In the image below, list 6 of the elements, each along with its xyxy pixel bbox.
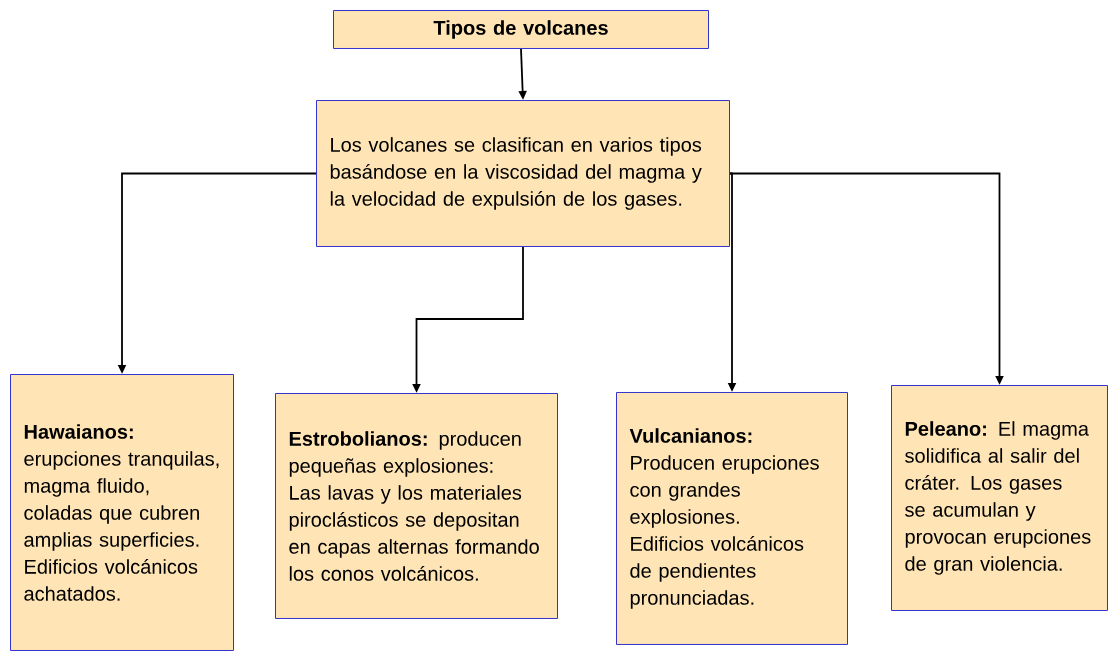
- title-box: Tipos de volcanes: [333, 10, 709, 49]
- text-box: Los volcanes se clasifican en varios tipos basándose en la viscosidad del magma y la velocidad de expulsión de los gases.: [316, 100, 730, 247]
- type-box: Estrobolianos: producen pequeñas explosiones: Las lavas y los materiales piroclásticos se depositan en capas alternas formando los conos volcánicos.: [275, 393, 558, 619]
- type-box: Peleano: El magma solidifica al salir del cráter. Los gases se acumulan y provocan erupciones de gran violencia.: [891, 385, 1108, 611]
- type-box: Hawaianos: erupciones tranquilas, magma fluido, coladas que cubren amplias superficies. Edificios volcánicos achatados.: [10, 374, 234, 651]
- type-box: Vulcanianos: Producen erupciones con grandes explosiones. Edificios volcánicos de pendientes pronunciadas.: [616, 392, 848, 645]
